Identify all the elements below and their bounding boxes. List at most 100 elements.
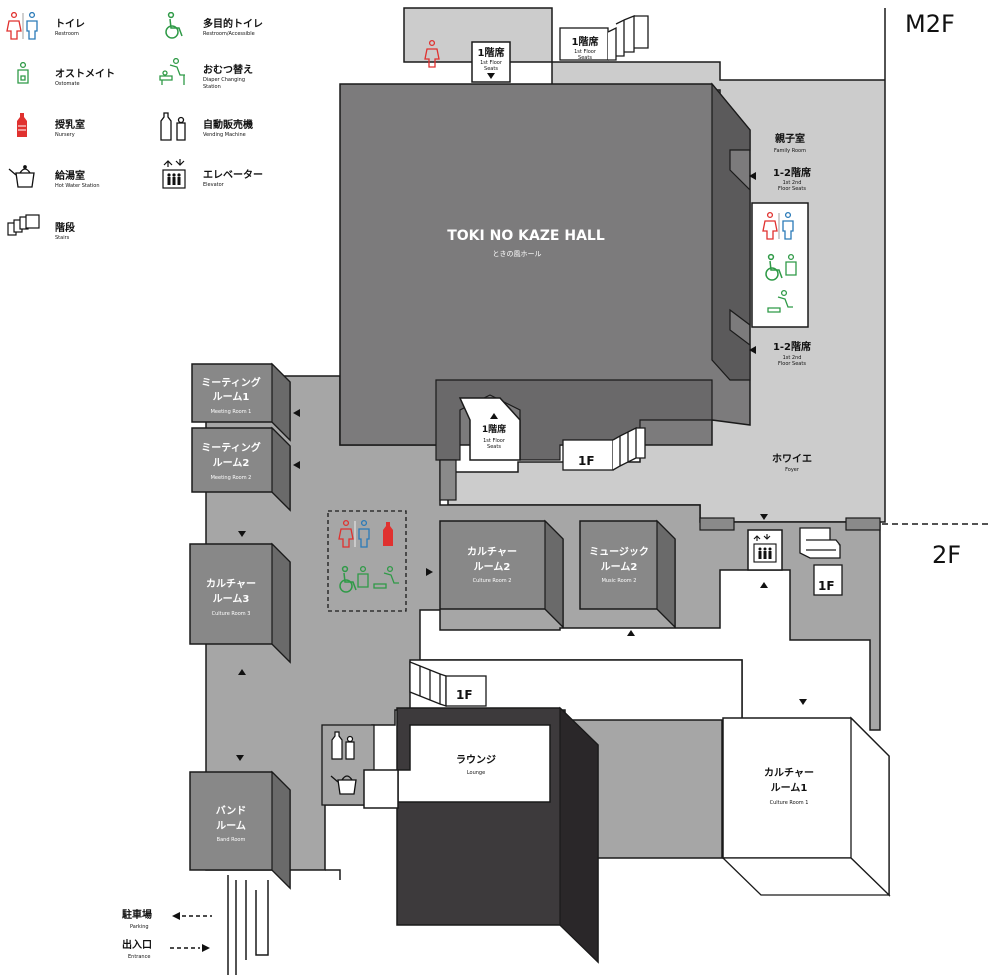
legend-en-accessible: Restroom/Accessible — [203, 31, 255, 37]
lounge: ラウンジ Lounge — [363, 706, 599, 964]
culture-room-1: カルチャー ルーム1 Culture Room 1 — [721, 699, 891, 897]
seats-1f-top-right-ja: 1階席 — [572, 35, 599, 48]
entrance-corridor — [227, 869, 341, 975]
legend-en-vending: Vending Machine — [203, 132, 246, 138]
seats-1f-top-arrow — [487, 73, 495, 79]
seats-2f-top-en1: 1st 2nd — [783, 180, 802, 186]
seats-1f-inner-en1: 1st Floor — [483, 438, 506, 444]
seats-2f-top-arrow — [749, 172, 756, 180]
culture-room-1-ja2: ルーム1 — [771, 782, 808, 794]
exit-parking-en: Parking — [130, 924, 149, 930]
stairs-hall-bottom: 1F — [562, 426, 646, 471]
legend-ja-kettle: 給湯室 — [55, 171, 85, 182]
seats-1f-top: 1階席 1st Floor Seats — [471, 41, 511, 83]
foyer-ja: ホワイエ — [772, 453, 812, 465]
stairs-icon — [7, 214, 40, 236]
nursery-icon — [17, 113, 27, 137]
2f-floor — [205, 375, 881, 871]
seats-2f-bottom-en1: 1st 2nd — [783, 355, 802, 361]
seats-1f-inner-ja: 1階席 — [482, 423, 506, 435]
music-room-2-ja2: ルーム2 — [601, 561, 638, 573]
family-room-ja: 親子室 — [775, 132, 805, 145]
meeting-room-1-ja2: ルーム1 — [213, 391, 250, 403]
seats-2f-top-ja: 1-2階席 — [773, 166, 811, 179]
seats-1f-inner-arrow — [490, 413, 498, 419]
culture-room-2-ja2: ルーム2 — [474, 561, 511, 573]
hall-block — [339, 82, 751, 501]
meeting-room-1-ja1: ミーティング — [201, 376, 260, 389]
meeting-room-2-ja1: ミーティング — [201, 441, 260, 454]
restroom-block-center — [327, 510, 433, 612]
floor-label-2f: 2F — [932, 541, 961, 569]
restroom-right-icon — [762, 211, 794, 240]
seats-1f-top-ja: 1階席 — [478, 46, 505, 59]
band-room: バンド ルーム Band Room — [189, 755, 291, 890]
lounge-en: Lounge — [467, 770, 485, 776]
seats-2f-top-en2: Floor Seats — [778, 186, 806, 192]
band-room-en: Band Room — [217, 837, 246, 843]
accessible-right-icon — [765, 253, 783, 281]
legend-en-elevator: Elevator — [203, 182, 224, 188]
seats-2f-bottom-ja: 1-2階席 — [773, 340, 811, 353]
stairs-right-label: 1F — [818, 579, 835, 593]
legend-ja-vending: 自動販売機 — [203, 120, 253, 131]
restroom-female-icon — [424, 39, 440, 68]
seats-1f-inner-en2: Seats — [487, 444, 501, 450]
meeting-room-1-en: Meeting Room 1 — [211, 409, 252, 415]
seats-1f-top-en1: 1st Floor — [480, 60, 503, 66]
stairs-right: 1F — [799, 527, 843, 596]
vending-machine-icon — [160, 112, 186, 141]
elevator — [699, 514, 881, 588]
stairs-middle: 1F — [409, 661, 487, 707]
exit-parking: 駐車場 Parking — [122, 908, 212, 930]
seats-1f-top-right-en2: Seats — [578, 55, 592, 61]
meeting-room-1: ミーティング ルーム1 Meeting Room 1 — [191, 362, 300, 442]
legend-en-kettle: Hot Water Station — [55, 183, 100, 189]
kettle-icon — [8, 165, 35, 188]
band-room-ja2: ルーム — [216, 820, 246, 832]
meeting-room-2-en: Meeting Room 2 — [211, 475, 252, 481]
music-room-2-ja1: ミュージック — [589, 546, 649, 558]
culture-room-3-ja2: ルーム3 — [213, 593, 250, 605]
family-room-en: Family Room — [774, 148, 806, 154]
hall-name-ja: ときの風ホール — [493, 250, 542, 258]
lounge-ja: ラウンジ — [456, 754, 496, 766]
seats-1f-top-en2: Seats — [484, 66, 498, 72]
legend-ja-accessible: 多目的トイレ — [203, 19, 263, 30]
foyer-en: Foyer — [785, 467, 800, 473]
ostomate-right-icon — [785, 253, 797, 276]
meeting-room-2-ja2: ルーム2 — [213, 457, 250, 469]
exit-parking-ja: 駐車場 — [122, 908, 152, 921]
stairs-middle-label: 1F — [456, 688, 473, 702]
hall-name-en: TOKI NO KAZE HALL — [447, 228, 605, 244]
legend-en-nursery: Nursery — [55, 132, 75, 138]
ostomate-icon — [17, 62, 29, 84]
stairs-hall-bottom-label: 1F — [578, 454, 595, 468]
culture-room-1-ja1: カルチャー — [764, 767, 814, 779]
diaper-right-icon — [767, 289, 793, 313]
culture-room-3-en: Culture Room 3 — [212, 611, 251, 617]
exit-entrance: 出入口 Entrance — [122, 938, 210, 960]
culture-room-3-ja1: カルチャー — [206, 578, 256, 590]
stairs-top: 1階席 1st Floor Seats — [559, 15, 649, 61]
music-room-2-en: Music Room 2 — [602, 578, 637, 584]
culture-room-2: カルチャー ルーム2 Culture Room 2 — [439, 519, 564, 629]
legend-en-ostomate: Ostomate — [55, 81, 80, 87]
seats-2f-bottom-en2: Floor Seats — [778, 361, 806, 367]
culture-room-2-en: Culture Room 2 — [473, 578, 512, 584]
restroom-cluster-right — [751, 202, 809, 328]
exit-entrance-ja: 出入口 — [122, 938, 152, 951]
culture-room-2-ja1: カルチャー — [467, 546, 517, 558]
legend-ja-restroom: トイレ — [55, 19, 85, 30]
floor-label-m2f: M2F — [905, 10, 955, 38]
elevator-icon — [162, 159, 186, 189]
legend-en-diaper: Diaper Changing Station — [203, 77, 245, 90]
exit-entrance-en: Entrance — [128, 954, 150, 960]
legend-en-stairs: Stairs — [55, 235, 70, 241]
seats-1f-top-right-en1: 1st Floor — [574, 49, 597, 55]
arrow-right-icon — [202, 944, 210, 952]
legend-ja-nursery: 授乳室 — [55, 120, 85, 131]
culture-room-1-en: Culture Room 1 — [770, 800, 809, 806]
legend-ja-ostomate: オストメイト — [55, 69, 115, 80]
